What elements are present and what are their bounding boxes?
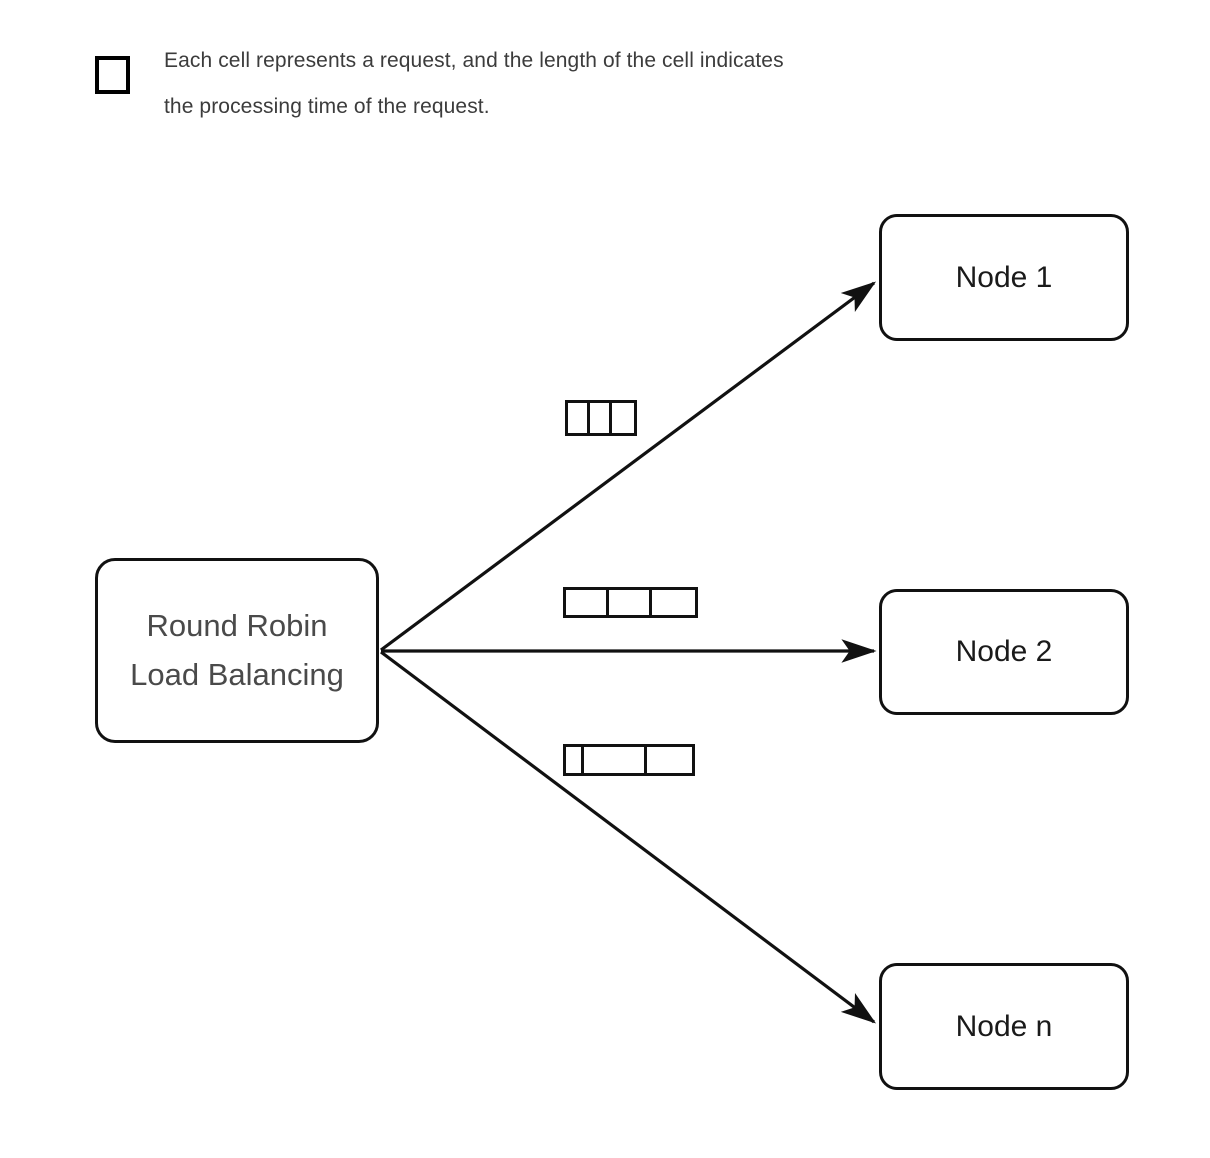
node-n-label: Node n [955, 1009, 1053, 1043]
request-cell [568, 403, 590, 433]
source-node-round-robin-load-balancing[interactable]: Round Robin Load Balancing [95, 558, 379, 743]
request-cell [566, 590, 609, 615]
request-cell-square-icon [95, 56, 130, 94]
node-2-label: Node 2 [955, 635, 1053, 669]
node-1-box[interactable]: Node 1 [879, 214, 1129, 341]
node-2-box[interactable]: Node 2 [879, 589, 1129, 715]
request-cell [612, 403, 634, 433]
request-queue-node-n [563, 744, 695, 776]
request-cell [652, 590, 695, 615]
node-1-label: Node 1 [955, 260, 1053, 294]
request-cell [609, 590, 652, 615]
request-cell [647, 747, 692, 773]
request-queue-node-1 [565, 400, 637, 436]
legend-caption: Each cell represents a request, and the … [164, 49, 784, 118]
legend: Each cell represents a request, and the … [0, 0, 1210, 140]
edge-source-to-node-n [380, 650, 877, 1024]
request-cell [584, 747, 647, 773]
request-queue-node-2 [563, 587, 698, 618]
request-cell [566, 747, 584, 773]
node-n-box[interactable]: Node n [879, 963, 1129, 1090]
request-cell [590, 403, 612, 433]
source-node-label: Round Robin Load Balancing [130, 608, 344, 692]
